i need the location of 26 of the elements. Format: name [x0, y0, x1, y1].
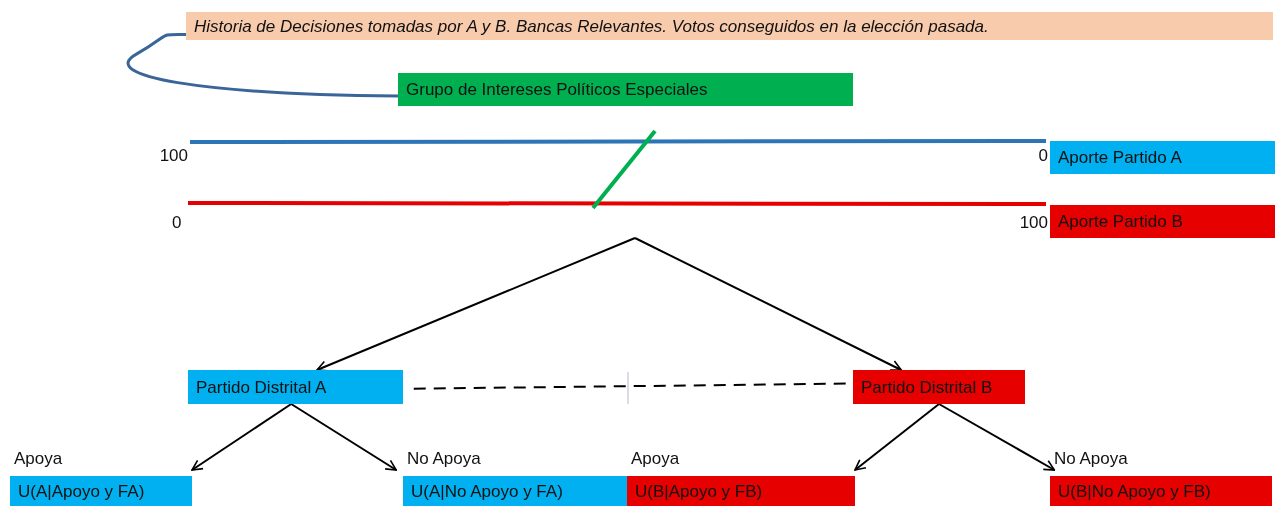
scale-label-box: Aporte Partido B	[1050, 205, 1275, 238]
branch-label: Apoya	[14, 450, 63, 467]
outcome-box: U(A|No Apoyo y FA)	[403, 476, 628, 506]
scale-value: 100	[1018, 214, 1048, 231]
scale-value: 0	[172, 214, 183, 231]
scale-value: 100	[158, 147, 188, 164]
branch-label: Apoya	[631, 450, 680, 467]
arrow	[290, 403, 398, 471]
dashed-connector	[412, 382, 849, 390]
arrow	[854, 403, 940, 471]
party-box: Partido Distrital A	[188, 370, 403, 404]
group-box: Grupo de Intereses Políticos Especiales	[398, 73, 853, 106]
note-box: Historia de Decisiones tomadas por A y B. Bancas Relevantes. Votos conseguidos en la elección pasada.	[186, 12, 1273, 40]
curved-connector	[127, 32, 399, 98]
outcome-box: U(B|No Apoyo y FB)	[1050, 476, 1272, 506]
party-box: Partido Distrital B	[853, 370, 1025, 404]
branch-label: No Apoya	[407, 450, 481, 467]
outcome-box: U(B|Apoyo y FB)	[627, 476, 855, 506]
arrow	[191, 403, 293, 471]
scale-value: 0	[1037, 147, 1048, 164]
arrow	[634, 237, 903, 371]
scale-label-box: Aporte Partido A	[1050, 141, 1275, 174]
arrow	[316, 237, 636, 372]
outcome-box: U(A|Apoyo y FA)	[10, 476, 192, 506]
arrow	[938, 403, 1056, 471]
branch-label: No Apoya	[1054, 450, 1128, 467]
